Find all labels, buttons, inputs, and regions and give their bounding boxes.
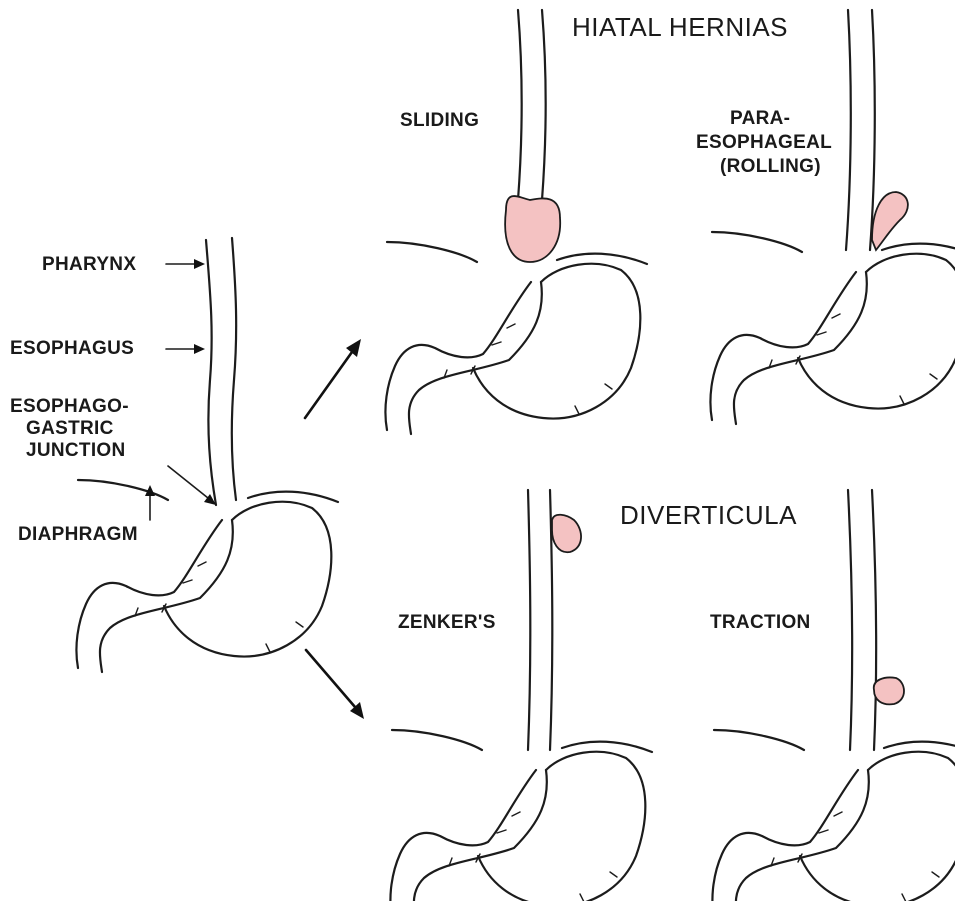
paraesophageal-hernia-drawing [710, 10, 955, 424]
traction-diverticulum-drawing [712, 490, 955, 901]
label-ej-line3: JUNCTION [26, 440, 126, 462]
label-diaphragm: DIAPHRAGM [18, 524, 138, 546]
label-sliding: SLIDING [400, 110, 479, 132]
label-pointers [145, 259, 216, 520]
label-pharynx: PHARYNX [42, 254, 136, 276]
zenker-pouch [552, 515, 581, 552]
label-ej-line1: ESOPHAGO- [10, 396, 129, 418]
label-ej-line2: GASTRIC [26, 418, 114, 440]
label-para-line2: ESOPHAGEAL [696, 132, 832, 154]
arrow-to-diverticula [306, 650, 364, 719]
label-traction: TRACTION [710, 612, 811, 634]
traction-pouch [874, 678, 904, 705]
label-esophagus: ESOPHAGUS [10, 338, 134, 360]
heading-hiatal-hernias: HIATAL HERNIAS [572, 12, 788, 42]
sliding-hernia-bulge [505, 196, 560, 262]
label-zenker: ZENKER'S [398, 612, 496, 634]
label-para-line3: (ROLLING) [720, 156, 821, 178]
zenker-diverticulum-drawing [390, 490, 652, 901]
heading-diverticula: DIVERTICULA [620, 500, 797, 530]
label-para-line1: PARA- [730, 108, 790, 130]
paraesophageal-bulge [872, 192, 908, 250]
sliding-hernia-drawing [385, 10, 647, 434]
arrow-to-hernias [305, 339, 361, 418]
